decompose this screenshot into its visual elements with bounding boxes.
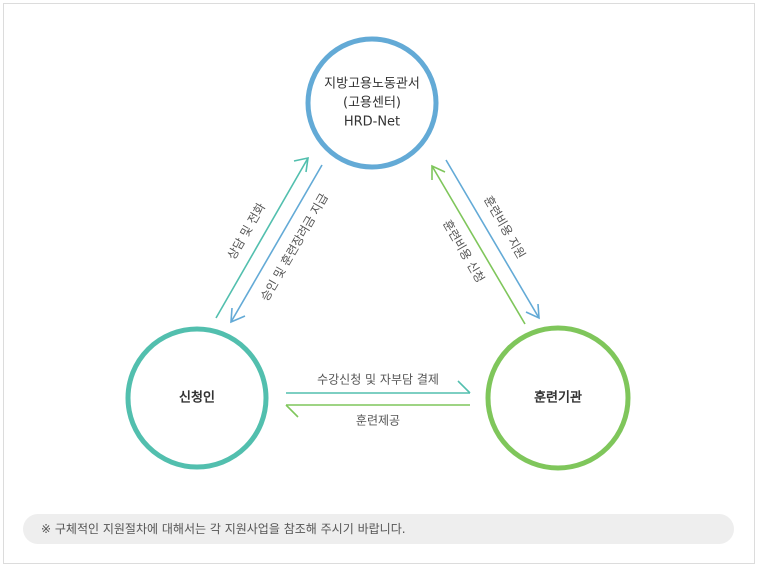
arrow-provide bbox=[285, 404, 470, 418]
arrow-enroll bbox=[286, 380, 471, 394]
enroll-label: 수강신청 및 자부담 결제 bbox=[317, 372, 439, 387]
labor-office-line3: HRD-Net bbox=[343, 114, 401, 130]
labor-office-line2: (고용센터) bbox=[343, 95, 401, 111]
provide-label: 훈련제공 bbox=[355, 413, 401, 428]
applicant-text: 신청인 bbox=[179, 390, 215, 406]
applicant-circle bbox=[125, 326, 269, 470]
training-institute-text: 훈련기관 bbox=[534, 390, 582, 406]
labor-office-line1: 지방고용노동관서 bbox=[324, 76, 420, 92]
applicant-label: 신청인 bbox=[179, 389, 215, 408]
arrow-cost-support bbox=[445, 159, 540, 320]
labor-office-label: 지방고용노동관서 (고용센터) HRD-Net bbox=[324, 75, 420, 132]
procedure-note: ※ 구체적인 지원절차에 대해서는 각 지원사업을 참조해 주시기 바랍니다. bbox=[23, 514, 734, 544]
arrow-counsel bbox=[215, 156, 309, 319]
labor-office-circle bbox=[305, 36, 439, 170]
training-institute-label: 훈련기관 bbox=[534, 389, 582, 408]
arrow-cost-request bbox=[431, 164, 526, 325]
arrow-approval bbox=[230, 164, 323, 324]
training-institute-circle bbox=[485, 325, 631, 471]
